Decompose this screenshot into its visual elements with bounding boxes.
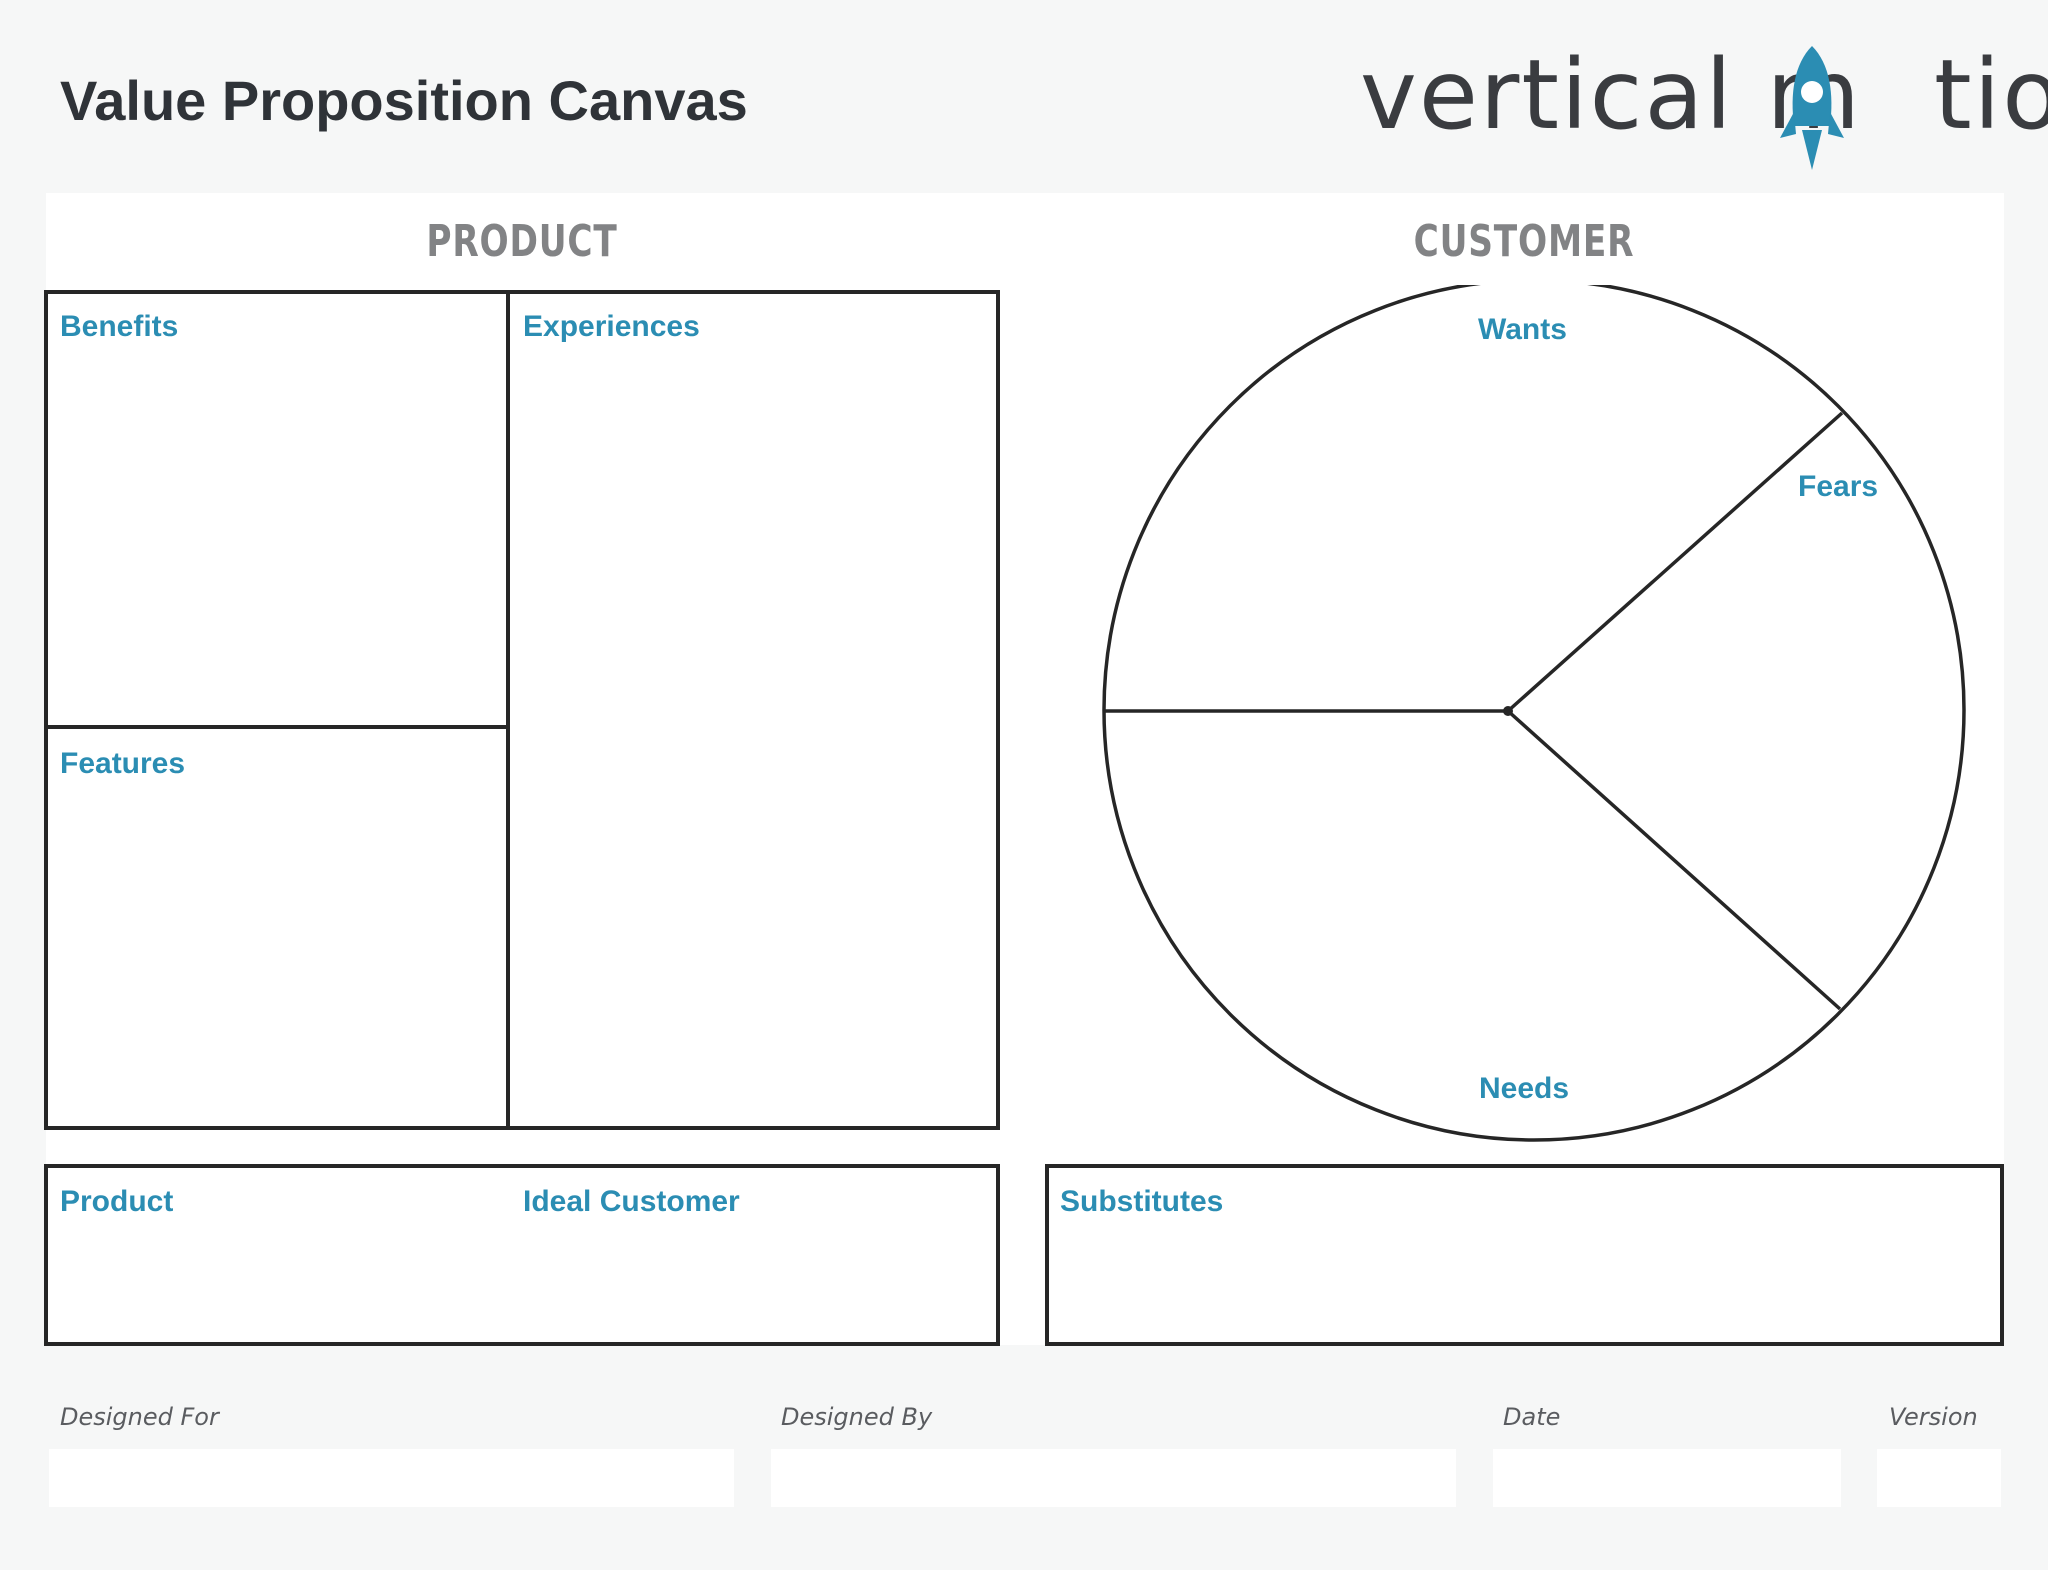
fears-label: Fears	[1798, 470, 1879, 503]
experiences-label: Experiences	[523, 310, 700, 343]
features-label: Features	[60, 747, 186, 780]
page-title: Value Proposition Canvas	[60, 69, 748, 132]
logo-text-left: vertical m	[1360, 39, 1862, 151]
product-label: Product	[60, 1185, 174, 1218]
product-grid-divider-vertical	[506, 290, 510, 1130]
product-customer-box	[44, 1164, 1000, 1346]
logo-text-right: tion	[1933, 39, 2048, 151]
product-grid-divider-horizontal	[44, 725, 508, 729]
logo-wordmark: vertical m tion	[1360, 40, 2048, 150]
substitutes-box	[1045, 1164, 2004, 1346]
benefits-label: Benefits	[60, 310, 179, 343]
rocket-icon	[1780, 46, 1844, 170]
designed-by-label: Designed By	[781, 1403, 933, 1431]
customer-circle	[1102, 285, 1966, 1142]
needs-label: Needs	[1479, 1072, 1570, 1105]
product-grid-box	[44, 290, 1000, 1130]
designed-for-label: Designed For	[60, 1403, 219, 1431]
date-label: Date	[1503, 1403, 1561, 1431]
version-label: Version	[1889, 1403, 1978, 1431]
date-field[interactable]	[1493, 1449, 1841, 1507]
version-field[interactable]	[1877, 1449, 2001, 1507]
substitutes-label: Substitutes	[1060, 1185, 1224, 1218]
customer-heading: CUSTOMER	[1413, 216, 1635, 267]
product-heading: PRODUCT	[426, 216, 618, 267]
designed-by-field[interactable]	[771, 1449, 1456, 1507]
ideal-customer-label: Ideal Customer	[523, 1185, 740, 1218]
wants-label: Wants	[1478, 313, 1567, 346]
designed-for-field[interactable]	[49, 1449, 734, 1507]
brand-logo: vertical m tion	[1360, 40, 2048, 175]
